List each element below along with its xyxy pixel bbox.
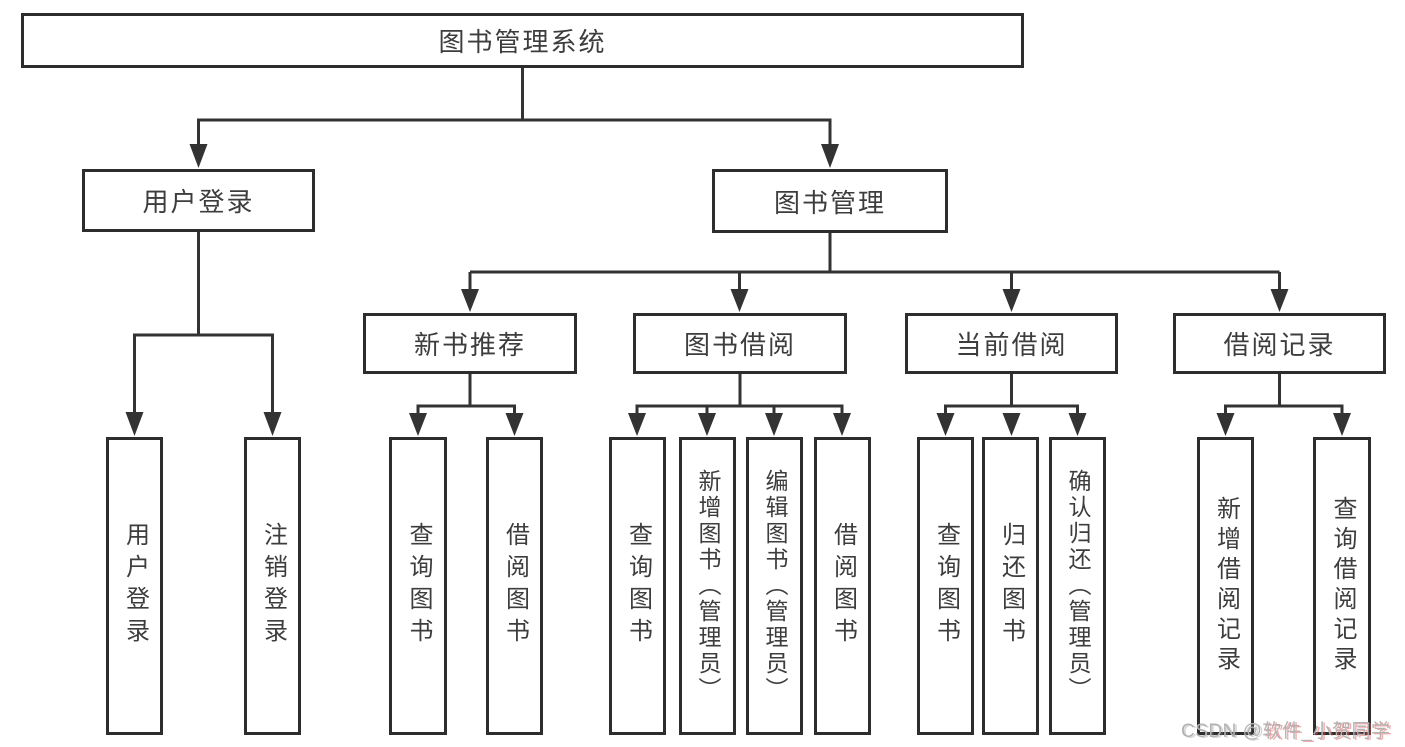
leaf-user-login: 用户登录 [106, 437, 163, 735]
leaf-logout-label: 注销登录 [259, 522, 287, 650]
node-root-label: 图书管理系统 [438, 27, 607, 57]
csdn-watermark-author: 软件_小贺同学 [1262, 721, 1391, 742]
leaf-borrow-books-1: 借阅图书 [486, 437, 543, 735]
node-borrow-records-label: 借阅记录 [1223, 330, 1336, 360]
leaf-query-borrow-record: 查询借阅记录 [1313, 437, 1371, 735]
leaf-logout: 注销登录 [244, 437, 301, 735]
leaf-borrow-books-2-label: 借阅图书 [829, 522, 857, 650]
leaf-add-books-admin-label: 新增图书（管理员） [695, 469, 721, 703]
leaf-query-books-1-label: 查询图书 [405, 522, 432, 650]
leaf-user-login-label: 用户登录 [121, 522, 149, 650]
node-root-system: 图书管理系统 [21, 13, 1024, 68]
leaf-edit-books-admin: 编辑图书（管理员） [746, 437, 803, 735]
leaf-query-books-3: 查询图书 [917, 437, 974, 735]
csdn-watermark-prefix: CSDN @ [1181, 721, 1263, 742]
node-book-borrowing: 图书借阅 [633, 313, 847, 374]
node-new-book-recommend: 新书推荐 [363, 313, 577, 374]
node-user-login-label: 用户登录 [142, 187, 255, 217]
leaf-query-books-3-label: 查询图书 [932, 522, 960, 650]
node-new-book-recommend-label: 新书推荐 [413, 330, 526, 360]
leaf-edit-books-admin-label: 编辑图书（管理员） [762, 469, 788, 703]
leaf-borrow-books-1-label: 借阅图书 [501, 522, 529, 650]
leaf-query-books-1: 查询图书 [389, 437, 447, 735]
node-borrow-records: 借阅记录 [1173, 313, 1386, 374]
leaf-query-books-2-label: 查询图书 [624, 522, 652, 650]
node-book-management-label: 图书管理 [773, 187, 886, 218]
leaf-add-borrow-record-label: 新增借阅记录 [1212, 496, 1240, 676]
node-current-borrowing-label: 当前借阅 [955, 330, 1068, 360]
leaf-confirm-return-admin-label: 确认归还（管理员） [1065, 469, 1091, 703]
node-book-management: 图书管理 [712, 169, 948, 233]
leaf-add-borrow-record: 新增借阅记录 [1197, 437, 1254, 735]
node-book-borrowing-label: 图书借阅 [683, 330, 796, 360]
leaf-borrow-books-2: 借阅图书 [814, 437, 871, 735]
leaf-query-books-2: 查询图书 [609, 437, 666, 735]
csdn-watermark: CSDN @软件_小贺同学 [1181, 716, 1390, 743]
leaf-add-books-admin: 新增图书（管理员） [679, 437, 736, 735]
leaf-query-borrow-record-label: 查询借阅记录 [1329, 496, 1356, 676]
node-current-borrowing: 当前借阅 [905, 313, 1118, 374]
leaf-return-books-label: 归还图书 [997, 522, 1025, 650]
node-user-login: 用户登录 [82, 169, 315, 232]
leaf-return-books: 归还图书 [982, 437, 1039, 735]
leaf-confirm-return-admin: 确认归还（管理员） [1049, 437, 1106, 735]
